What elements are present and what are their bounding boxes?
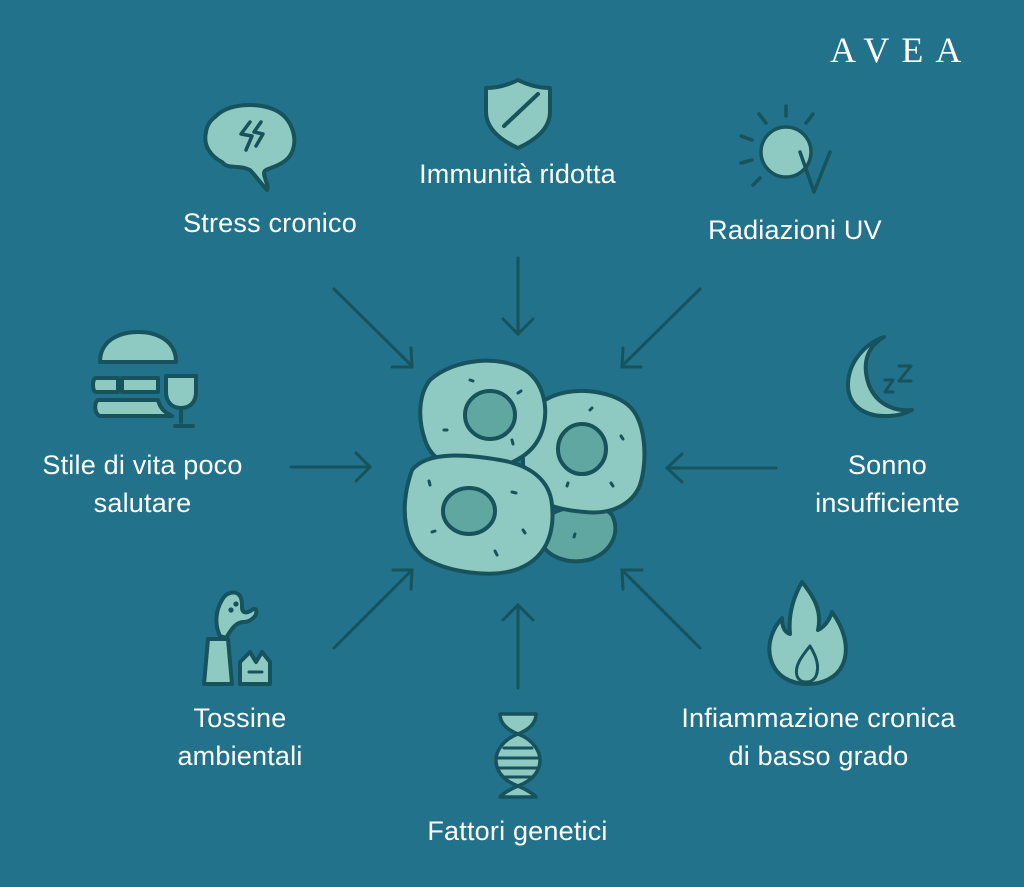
label-toxins-line-1: Tossine — [193, 703, 287, 733]
arrow-toxins-icon — [332, 568, 414, 650]
arrows — [289, 256, 778, 690]
label-lifestyle-line-2: salutare — [93, 488, 192, 518]
label-immunity: Immunità ridotta — [385, 155, 650, 193]
label-inflammation-line-1: Infiammazione cronica — [681, 703, 956, 733]
arrow-stress-icon — [332, 287, 414, 369]
avea-logo: AVEA — [830, 30, 974, 70]
label-genetics-line-1: Fattori genetici — [427, 816, 608, 846]
arrow-inflammation-icon — [620, 568, 702, 650]
cell-cluster-icon — [402, 358, 647, 576]
label-genetics: Fattori genetici — [395, 812, 640, 850]
label-toxins: Tossine ambientali — [140, 699, 340, 775]
arrow-immunity-icon — [501, 256, 535, 337]
label-uv: Radiazioni UV — [680, 211, 910, 249]
label-stress: Stress cronico — [160, 204, 380, 242]
label-toxins-line-2: ambientali — [177, 741, 303, 771]
label-sleep-line-1: Sonno — [847, 450, 928, 480]
brain-lightning-icon — [203, 103, 297, 192]
label-sleep: Sonno insufficiente — [785, 446, 990, 522]
arrow-lifestyle-icon — [289, 451, 373, 483]
moon-zzz-icon — [846, 335, 914, 419]
label-lifestyle: Stile di vita poco salutare — [5, 446, 280, 522]
label-inflammation-line-2: di basso grado — [728, 741, 909, 771]
burger-wine-icon — [91, 330, 198, 428]
label-stress-line-1: Stress cronico — [183, 208, 357, 238]
dna-icon — [494, 712, 542, 799]
shield-slash-icon — [484, 78, 552, 150]
flame-icon — [767, 580, 848, 686]
label-lifestyle-line-1: Stile di vita poco — [42, 450, 243, 480]
label-uv-line-1: Radiazioni UV — [708, 215, 882, 245]
label-inflammation: Infiammazione cronica di basso grado — [636, 699, 1001, 775]
sun-uv-icon — [739, 104, 832, 194]
factory-smoke-icon — [202, 590, 272, 686]
label-immunity-line-1: Immunità ridotta — [419, 159, 616, 189]
label-sleep-line-2: insufficiente — [815, 488, 960, 518]
arrow-uv-icon — [620, 287, 702, 369]
arrow-genetics-icon — [501, 602, 535, 690]
arrow-sleep-icon — [664, 452, 778, 484]
